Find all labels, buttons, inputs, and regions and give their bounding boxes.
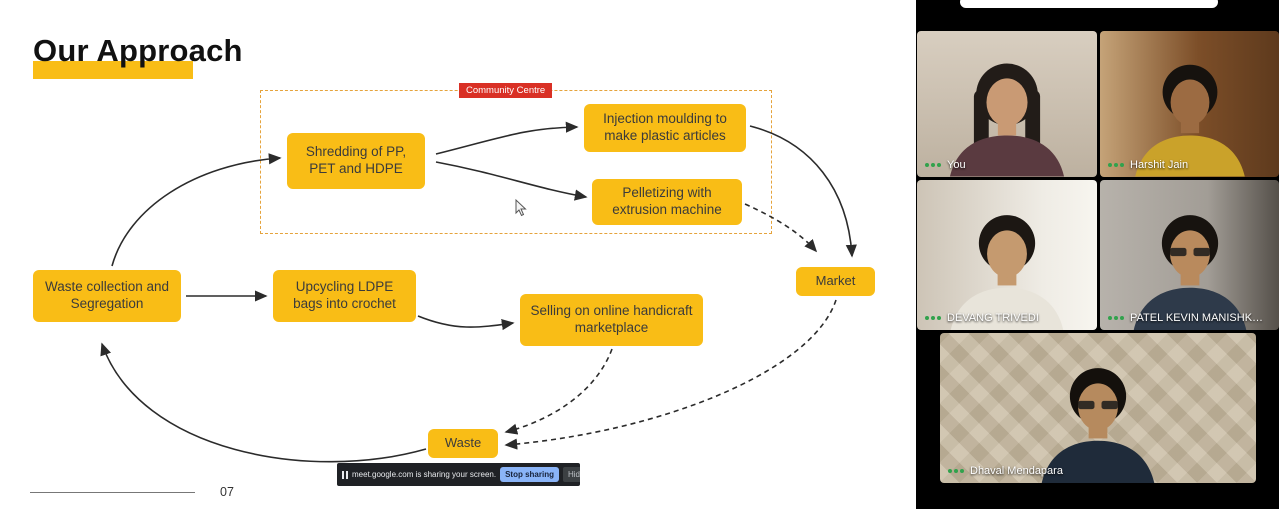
participant-tile-kevin[interactable]: PATEL KEVIN MANISHK… <box>1100 180 1279 330</box>
participant-tile-dhaval[interactable]: Dhaval Mendapara <box>940 333 1256 483</box>
arrow-shredding-to-injection <box>435 121 579 155</box>
screen-share-banner: meet.google.com is sharing your screen. … <box>337 463 580 486</box>
audio-indicator-icon <box>925 316 941 320</box>
hide-banner-button[interactable]: Hide <box>562 467 580 482</box>
community-centre-label: Community Centre <box>459 83 553 98</box>
community-centre-zone: Community Centre <box>260 83 772 234</box>
node-injection-moulding: Injection moulding to make plastic artic… <box>584 104 746 152</box>
participant-avatar <box>1134 65 1245 177</box>
pause-icon[interactable] <box>342 470 348 479</box>
arrow-collection-to-shredding <box>111 153 282 267</box>
meet-sidebar: You Harshit Jain <box>916 0 1279 509</box>
participant-avatar <box>949 64 1065 177</box>
node-upcycling: Upcycling LDPE bags into crochet <box>273 270 416 322</box>
stop-sharing-button[interactable]: Stop sharing <box>500 467 559 482</box>
page-number: 07 <box>220 485 234 499</box>
participant-nameplate: DEVANG TRIVEDI <box>925 312 1039 324</box>
mouse-cursor <box>515 198 527 217</box>
arrow-waste-to-collection <box>100 342 427 463</box>
participant-name: Harshit Jain <box>1130 159 1189 171</box>
title-highlight <box>33 61 193 79</box>
arrow-injection-to-market <box>749 125 857 258</box>
node-waste: Waste <box>428 429 498 458</box>
participant-tile-devang[interactable]: DEVANG TRIVEDI <box>917 180 1097 330</box>
flow-arrows <box>100 121 857 463</box>
participant-avatar <box>950 215 1064 330</box>
audio-indicator-icon <box>1108 163 1124 167</box>
node-selling-online: Selling on online handicraft marketplace <box>520 294 703 346</box>
top-bar-fragment <box>960 0 1218 8</box>
share-message: meet.google.com is sharing your screen. <box>352 470 497 479</box>
arrow-market-to-waste <box>504 299 837 450</box>
arrow-upcycling-to-selling <box>417 315 515 331</box>
participant-nameplate: Dhaval Mendapara <box>948 465 1063 477</box>
audio-indicator-icon <box>948 469 964 473</box>
node-waste-collection: Waste collection and Segregation <box>33 270 181 322</box>
footer-rule <box>30 492 195 493</box>
participant-avatar <box>1133 215 1246 330</box>
node-pelletizing: Pelletizing with extrusion machine <box>592 179 742 225</box>
audio-indicator-icon <box>925 163 941 167</box>
shared-screen-slide: Our Approach Community Centre <box>0 0 916 509</box>
arrow-selling-to-waste <box>504 348 613 435</box>
participant-tile-harshit[interactable]: Harshit Jain <box>1100 31 1279 177</box>
arrow-pelletizing-to-market <box>744 203 818 253</box>
participant-name: DEVANG TRIVEDI <box>947 312 1039 324</box>
arrow-shredding-to-pelletizing <box>435 161 588 201</box>
participant-name: PATEL KEVIN MANISHK… <box>1130 312 1264 324</box>
participant-tile-you[interactable]: You <box>917 31 1097 177</box>
participant-nameplate: PATEL KEVIN MANISHK… <box>1108 312 1263 324</box>
node-shredding: Shredding of PP, PET and HDPE <box>287 133 425 189</box>
audio-indicator-icon <box>1108 316 1124 320</box>
participant-name: You <box>947 159 966 171</box>
participant-avatar <box>1041 368 1155 483</box>
participant-nameplate: Harshit Jain <box>1108 159 1188 171</box>
page-title: Our Approach <box>33 33 243 68</box>
participant-nameplate: You <box>925 159 966 171</box>
participant-name: Dhaval Mendapara <box>970 465 1063 477</box>
node-market: Market <box>796 267 875 296</box>
